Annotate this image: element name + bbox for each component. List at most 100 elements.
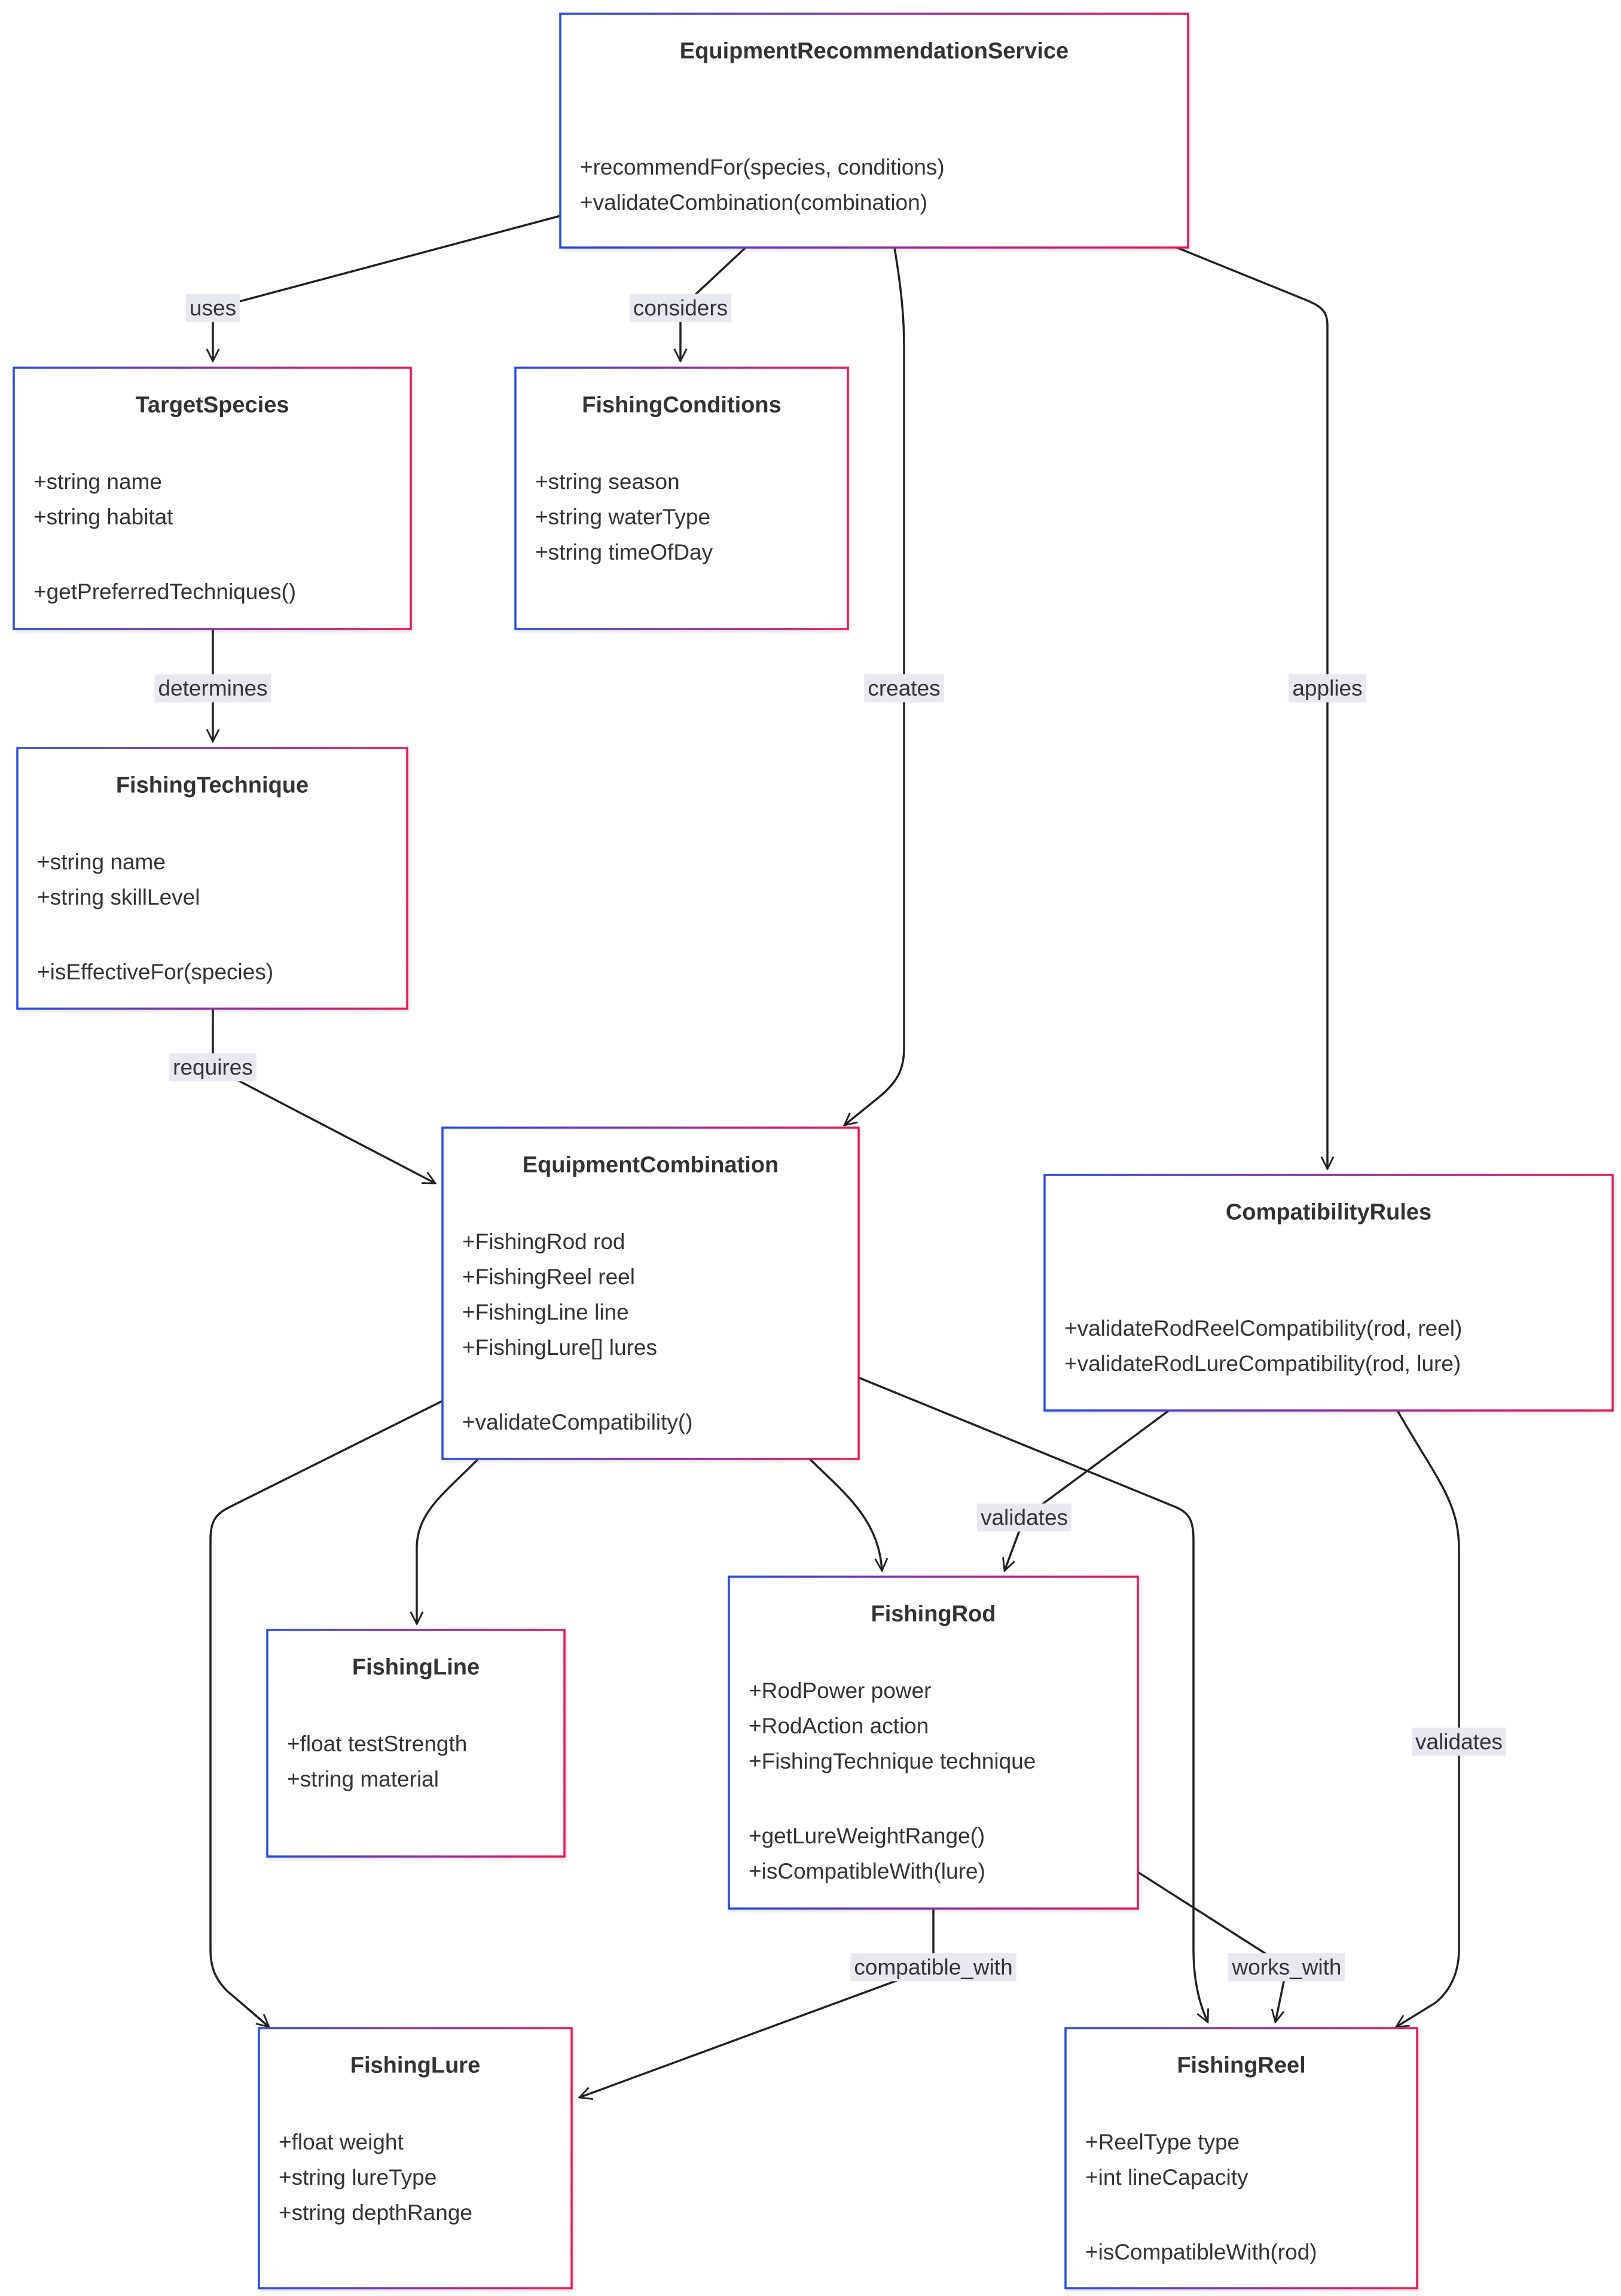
relation-label-works-with: works_with [1228, 1953, 1345, 1981]
relation-label-text: creates [868, 676, 940, 701]
class-method: +isEffectiveFor(species) [37, 960, 273, 984]
class-FishingConditions: FishingConditions +string season +string w… [514, 367, 849, 630]
class-attribute: +int lineCapacity [1085, 2165, 1248, 2190]
class-attribute: +FishingLine line [462, 1300, 629, 1324]
relation-label-determines: determines [154, 674, 271, 703]
class-attribute: +string lureType [279, 2165, 436, 2190]
class-attribute: +string name [37, 850, 166, 874]
relation-label-text: considers [633, 296, 728, 320]
class-name: FishingConditions [582, 393, 782, 418]
relation-label-background [976, 1503, 1072, 1532]
relation-works-with [1137, 1871, 1288, 2022]
class-attribute: +FishingReel reel [462, 1265, 635, 1289]
relation-label-text: requires [173, 1055, 253, 1080]
relation-label-validates-reel: validates [1411, 1727, 1507, 1756]
relation-label-text: determines [158, 676, 267, 701]
relation-applies [1176, 246, 1327, 1169]
relation-validates-rod [1005, 1409, 1170, 1571]
class-name: CompatibilityRules [1226, 1200, 1431, 1225]
class-box [514, 367, 849, 630]
class-FishingTechnique: FishingTechnique+string name+string skil… [16, 747, 408, 1010]
class-EquipmentRecommendationService: EquipmentRecommendationService +recommend… [559, 13, 1189, 249]
class-name: EquipmentCombination [523, 1153, 779, 1178]
relation-label-background [864, 674, 944, 703]
class-attribute: +FishingTechnique technique [749, 1749, 1036, 1773]
class-attribute: +string material [287, 1767, 439, 1791]
relation-label-uses: uses [185, 294, 240, 322]
class-name: FishingTechnique [116, 773, 309, 798]
class-method: +isCompatibleWith(rod) [1085, 2240, 1317, 2264]
relation-label-considers: considers [629, 294, 732, 322]
relation-label-text: validates [1415, 1730, 1503, 1754]
class-attribute: +ReelType type [1085, 2130, 1240, 2154]
relation-uses [213, 215, 561, 361]
class-method: +isCompatibleWith(lure) [749, 1859, 985, 1883]
relation-combo-lure [209, 1400, 443, 2027]
class-method: +recommendFor(species, conditions) [580, 155, 945, 179]
relation-label-text: validates [981, 1506, 1068, 1530]
class-method: +getLureWeightRange() [749, 1824, 985, 1848]
class-FishingLine: FishingLine +float testStrength +string ma… [266, 1629, 566, 1858]
relation-label-applies: applies [1289, 674, 1366, 703]
class-name: FishingRod [871, 1602, 996, 1627]
relation-label-validates-rod: validates [976, 1503, 1072, 1532]
class-attribute: +string habitat [33, 505, 173, 529]
class-attribute: +RodAction action [749, 1714, 929, 1738]
class-method: +validateRodReelCompatibility(rod, reel) [1064, 1316, 1462, 1341]
relation-label-text: compatible_with [854, 1955, 1012, 1980]
class-attribute: +string season [535, 469, 680, 494]
class-name: FishingLine [352, 1655, 480, 1680]
class-TargetSpecies: TargetSpecies +string name +string habitat… [13, 367, 412, 630]
class-attribute: +FishingRod rod [462, 1229, 625, 1254]
class-box [441, 1126, 860, 1460]
class-name: FishingLure [350, 2053, 480, 2078]
class-EquipmentCombination: EquipmentCombination +FishingRod rod +Fish… [441, 1126, 860, 1460]
relation-compatible-with [579, 1909, 935, 2097]
relation-label-background [169, 1053, 257, 1082]
class-box [13, 367, 412, 630]
class-FishingRod: FishingRod +RodPower power +RodAction acti… [728, 1576, 1139, 1910]
class-box [1043, 1174, 1614, 1412]
class-CompatibilityRules: CompatibilityRules +validateRodReelCompat… [1043, 1174, 1614, 1412]
class-attribute: +float weight [279, 2130, 404, 2154]
class-box [1064, 2027, 1418, 2289]
class-method: +validateRodLureCompatibility(rod, lure) [1064, 1351, 1461, 1376]
class-attribute: +RodPower power [749, 1678, 931, 1703]
class-attribute: +FishingLure[] lures [462, 1335, 657, 1360]
class-FishingLure: FishingLure +float weight +string lureType… [258, 2027, 573, 2289]
relation-creates [844, 247, 905, 1125]
relation-label-background [1411, 1727, 1507, 1756]
class-box [266, 1629, 566, 1858]
class-box [258, 2027, 573, 2289]
relation-label-background [1289, 674, 1366, 703]
class-box [728, 1576, 1139, 1910]
relation-label-text: works_with [1232, 1955, 1342, 1980]
class-box [559, 13, 1189, 249]
class-box [16, 747, 408, 1010]
relation-label-creates: creates [864, 674, 944, 703]
relation-label-text: uses [190, 296, 236, 320]
class-name: TargetSpecies [136, 393, 289, 418]
relation-label-background [629, 294, 732, 322]
class-attribute: +float testStrength [287, 1732, 467, 1756]
class-method: +validateCompatibility() [462, 1410, 693, 1434]
class-FishingReel: FishingReel +ReelType type +int lineCapaci… [1064, 2027, 1418, 2289]
relation-label-text: applies [1292, 676, 1362, 701]
class-attribute: +string waterType [535, 505, 710, 529]
class-method: +validateCombination(combination) [580, 190, 927, 215]
class-method: +getPreferredTechniques() [33, 579, 296, 604]
relation-combo-rod [808, 1458, 882, 1571]
relation-validates-reel [1396, 1410, 1460, 2027]
relation-combo-reel [858, 1376, 1208, 2022]
relation-label-requires: requires [169, 1053, 257, 1082]
class-attribute: +string depthRange [279, 2200, 472, 2225]
relation-label-compatible-with: compatible_with [850, 1953, 1016, 1981]
class-attribute: +string name [33, 469, 162, 494]
class-name: FishingReel [1177, 2053, 1305, 2078]
relation-label-background [850, 1953, 1016, 1981]
relation-requires [212, 1009, 435, 1184]
class-name: EquipmentRecommendationService [680, 39, 1069, 64]
relation-label-background [1228, 1953, 1345, 1981]
class-attribute: +string timeOfDay [535, 540, 713, 564]
